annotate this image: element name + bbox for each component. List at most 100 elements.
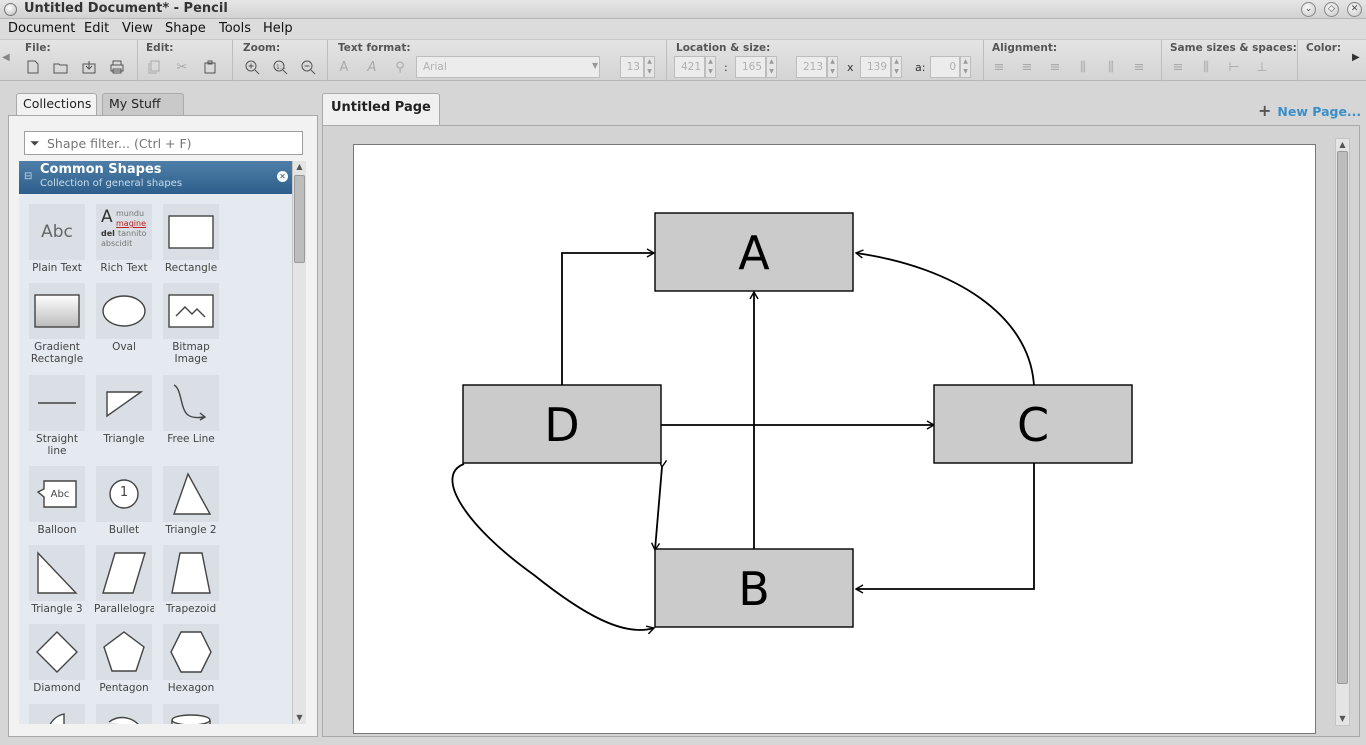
align-left-icon[interactable]: ≡ [993,59,1005,75]
menu-edit[interactable]: Edit [84,21,110,36]
collection-close-icon[interactable]: ✕ [277,171,288,182]
shape-balloon[interactable]: Abc Balloon [27,466,87,536]
tab-collections[interactable]: Collections [16,93,97,115]
menu-help[interactable]: Help [263,21,293,36]
font-family-select[interactable]: Arial [416,56,600,78]
shape-hexagon[interactable]: Hexagon [161,624,221,694]
shape-partial-1[interactable] [27,704,87,724]
align-middle-icon[interactable]: ⫼ [1108,59,1114,75]
y-field[interactable]: 165 [735,56,766,78]
shape-oval[interactable]: Oval [94,283,154,353]
edge-d-b-bidirectional[interactable] [650,459,668,552]
font-dropdown-chevron-icon[interactable]: ▼ [592,61,599,70]
space-vertical-icon[interactable]: ⊥ [1256,59,1268,75]
tab-untitled-page[interactable]: Untitled Page [322,93,440,125]
shape-diamond[interactable]: Diamond [27,624,87,694]
width-field[interactable]: 213 [796,56,827,78]
edge-c-to-b[interactable] [854,463,1035,594]
shape-plain-text[interactable]: Abc Plain Text [27,204,87,274]
node-c[interactable]: C [933,384,1133,464]
shape-pentagon[interactable]: Pentagon [94,624,154,694]
new-document-icon[interactable] [21,57,45,77]
height-spinner[interactable]: ▲▼ [891,56,902,78]
diagram: A D C B [451,212,1133,635]
zoom-reset-icon[interactable]: 1:1 [268,57,292,77]
width-spinner[interactable]: ▲▼ [827,56,838,78]
menu-view[interactable]: View [122,21,153,36]
bullet-icon: 1 [96,466,152,522]
new-page-button[interactable]: +New Page... [1258,101,1361,120]
edit-label: Edit: [146,42,174,54]
align-center-icon[interactable]: ≡ [1021,59,1033,75]
shape-parallelogram[interactable]: Parallelogra [94,545,154,615]
scrollbar-thumb[interactable] [294,175,305,263]
print-icon[interactable] [105,57,129,77]
x-spinner[interactable]: ▲▼ [705,56,716,78]
node-a[interactable]: A [654,212,854,292]
toolbar-scroll-right-icon[interactable]: ▶ [1352,52,1360,63]
edge-c-to-a[interactable] [854,249,1035,387]
shape-filter[interactable]: ⏷ [24,131,303,155]
maximize-icon[interactable]: ◇ [1324,2,1339,17]
shape-rectangle[interactable]: Rectangle [161,204,221,274]
canvas-scroll-up-icon[interactable]: ▲ [1339,140,1346,149]
shape-trapezoid[interactable]: Trapezoid [161,545,221,615]
angle-spinner[interactable]: ▲▼ [960,56,971,78]
zoom-out-icon[interactable] [296,57,320,77]
align-bottom-icon[interactable]: ≡ [1133,59,1145,75]
align-top-icon[interactable]: ⫼ [1080,59,1086,75]
same-height-icon[interactable]: ⫼ [1203,59,1209,75]
font-size-spinner[interactable]: ▲▼ [644,56,655,78]
scroll-up-icon[interactable]: ▲ [296,162,303,171]
shape-free-line[interactable]: Free Line [161,375,221,445]
canvas-scroll-down-icon[interactable]: ▼ [1339,714,1346,723]
paste-icon[interactable] [198,57,222,77]
collection-header[interactable]: ⊟ Common Shapes Collection of general sh… [19,161,292,194]
close-icon[interactable]: ✕ [1347,2,1362,17]
angle-field[interactable]: 0 [930,56,960,78]
tab-my-stuff[interactable]: My Stuff [102,93,184,115]
text-align-icon[interactable]: ⚲ [395,59,405,75]
toolbar-scroll-left-icon[interactable]: ◀ [2,52,10,63]
shapes-scrollbar[interactable]: ▲ ▼ [292,161,306,724]
shape-triangle[interactable]: Triangle [94,375,154,445]
scroll-down-icon[interactable]: ▼ [296,713,303,722]
edge-d-to-b-curve[interactable] [451,463,656,635]
menu-tools[interactable]: Tools [219,21,252,36]
collapse-icon[interactable]: ⊟ [24,171,33,182]
align-right-icon[interactable]: ≡ [1049,59,1061,75]
shape-partial-3[interactable] [161,704,221,724]
shape-filter-input[interactable] [47,134,297,152]
canvas-scrollbar[interactable]: ▲ ▼ [1335,138,1350,726]
x-field[interactable]: 421 [674,56,705,78]
italic-icon[interactable]: A [367,59,377,75]
font-color-icon[interactable]: A [339,59,349,75]
cut-icon[interactable]: ✂ [176,59,188,75]
space-horizontal-icon[interactable]: ⊢ [1228,59,1240,75]
minimize-icon[interactable]: ⌄ [1301,2,1316,17]
drawing-page[interactable]: A D C B [353,144,1316,734]
open-icon[interactable] [49,57,73,77]
same-width-icon[interactable]: ≡ [1172,59,1184,75]
node-b[interactable]: B [654,548,854,628]
menu-document[interactable]: Document [8,21,76,36]
shape-bullet[interactable]: 1 Bullet [94,466,154,536]
shape-partial-2[interactable] [94,704,154,724]
canvas-scrollbar-thumb[interactable] [1337,151,1348,684]
copy-icon[interactable] [142,57,166,77]
zoom-in-icon[interactable] [240,57,264,77]
shape-triangle-2[interactable]: Triangle 2 [161,466,221,536]
menu-shape[interactable]: Shape [165,21,206,36]
font-size-field[interactable]: 13 [620,56,644,78]
save-icon[interactable] [77,57,101,77]
shape-rich-text[interactable]: A mundu magine del tannito abscidit Rich… [94,204,154,274]
shape-triangle-3[interactable]: Triangle 3 [27,545,87,615]
y-spinner[interactable]: ▲▼ [766,56,777,78]
height-field[interactable]: 139 [860,56,891,78]
edge-d-to-a[interactable] [561,248,656,386]
node-d[interactable]: D [462,384,662,464]
